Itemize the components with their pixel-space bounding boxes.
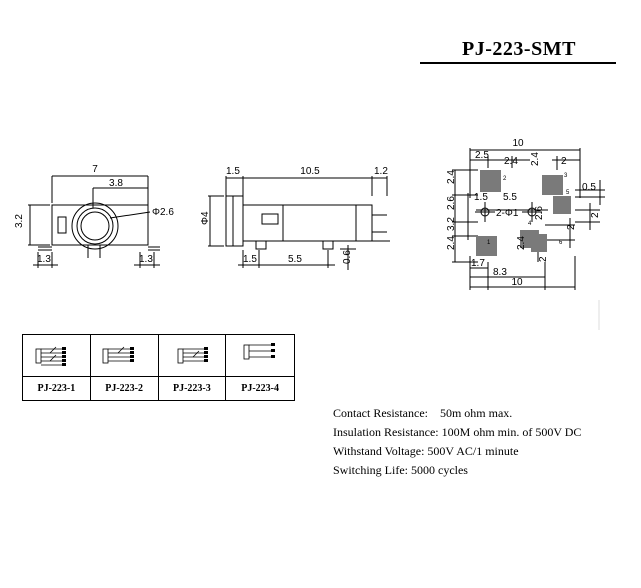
spec-withstand-voltage: Withstand Voltage: 500V AC/1 minute bbox=[333, 444, 519, 458]
variant-schematic-cell bbox=[158, 335, 227, 377]
dim-front-inner: 3.8 bbox=[109, 178, 123, 189]
dim-front-bore: Φ2.6 bbox=[152, 207, 174, 218]
dim-fp-mid-c: 2.6 bbox=[534, 206, 545, 220]
pin-label: 1 bbox=[487, 240, 491, 246]
dim-fp-right-2: 2 bbox=[590, 212, 601, 218]
spec-insulation-resistance: Insulation Resistance: 100M ohm min. of … bbox=[333, 425, 582, 439]
front-view bbox=[28, 175, 160, 268]
spec-contact-resistance: Contact Resistance: 50m ohm max. bbox=[333, 406, 513, 420]
pin-label: 6 bbox=[559, 240, 563, 246]
spec-switching-life: Switching Life: 5000 cycles bbox=[333, 463, 468, 477]
dim-fp-left-d: 2.4 bbox=[446, 236, 457, 250]
variant-schematics bbox=[35, 344, 271, 366]
dim-fp-bot-c: 2 bbox=[538, 256, 549, 262]
pad-3 bbox=[542, 175, 563, 195]
variant-schematic-cell bbox=[226, 335, 294, 377]
schematic-terminals bbox=[62, 343, 275, 366]
dim-fp-left-a: 2.4 bbox=[446, 170, 457, 184]
footprint-view bbox=[452, 148, 605, 290]
dim-fp-left-b: 2.6 bbox=[446, 196, 457, 210]
pad-5 bbox=[553, 196, 571, 214]
dim-front-pad-right: 1.3 bbox=[139, 254, 153, 265]
title-underline bbox=[420, 62, 616, 64]
pad-2 bbox=[480, 170, 501, 192]
dim-fp-top-a: 2.5 bbox=[475, 150, 489, 161]
schematic-pj-223-1 bbox=[35, 346, 62, 366]
specifications: Contact Resistance: 50m ohm max. Insulat… bbox=[333, 404, 581, 480]
dim-fp-hole: 2-Φ1 bbox=[496, 208, 519, 219]
drawing-title: PJ-223-SMT bbox=[462, 38, 576, 60]
pin-label: 3 bbox=[564, 173, 568, 179]
dim-fp-top-b: 2.4 bbox=[504, 156, 518, 167]
schematic-pj-223-2 bbox=[102, 346, 130, 364]
dim-fp-top-c: 2.4 bbox=[530, 152, 541, 166]
pin-label: 5 bbox=[566, 190, 570, 196]
pin-label: 2 bbox=[503, 176, 507, 182]
dim-side-rear: 1.2 bbox=[374, 166, 388, 177]
dim-fp-bot-total: 10 bbox=[511, 277, 523, 288]
variant-schematic-cell bbox=[23, 335, 91, 377]
pad-6 bbox=[531, 234, 547, 252]
variant-schematic-cell bbox=[90, 335, 159, 377]
dim-fp-left-c: 3.2 bbox=[446, 217, 457, 231]
dim-front-pad-left: 1.3 bbox=[37, 254, 51, 265]
dim-front-height: 3.2 bbox=[14, 214, 25, 228]
dim-fp-bot-a: 1.7 bbox=[471, 258, 485, 269]
schematic-pj-223-3 bbox=[177, 348, 204, 364]
side-view bbox=[208, 176, 390, 270]
dim-side-peg2: 5.5 bbox=[288, 254, 302, 265]
dim-side-dia: Φ4 bbox=[200, 211, 211, 225]
dim-fp-bot-d: 8.3 bbox=[493, 267, 507, 278]
variant-table: PJ-223-1 PJ-223-2 PJ-223-3 PJ-223-4 bbox=[22, 334, 295, 401]
dim-fp-bot-b: 2.4 bbox=[516, 236, 527, 250]
dim-fp-right-1: 0.5 bbox=[582, 182, 596, 193]
pin-label: 4 bbox=[528, 221, 532, 227]
dim-fp-mid-a: 1.5 bbox=[474, 192, 488, 203]
dim-fp-mid-b: 5.5 bbox=[503, 192, 517, 203]
dim-side-peg-h: 0.6 bbox=[342, 250, 353, 264]
variant-label: PJ-223-2 bbox=[91, 377, 159, 400]
variant-label: PJ-223-1 bbox=[23, 377, 91, 400]
dim-fp-top-d: 2 bbox=[561, 156, 567, 167]
dim-fp-top-total: 10 bbox=[512, 138, 524, 149]
dim-fp-right-3: 2 bbox=[566, 224, 577, 230]
variant-label: PJ-223-4 bbox=[241, 383, 280, 394]
dim-side-length: 10.5 bbox=[300, 166, 320, 177]
dim-front-width: 7 bbox=[92, 164, 98, 175]
variant-label: PJ-223-3 bbox=[159, 377, 227, 400]
pad-1 bbox=[476, 236, 497, 256]
dim-side-front: 1.5 bbox=[226, 166, 240, 177]
dim-side-peg1: 1.5 bbox=[243, 254, 257, 265]
schematic-pj-223-4 bbox=[243, 344, 271, 360]
